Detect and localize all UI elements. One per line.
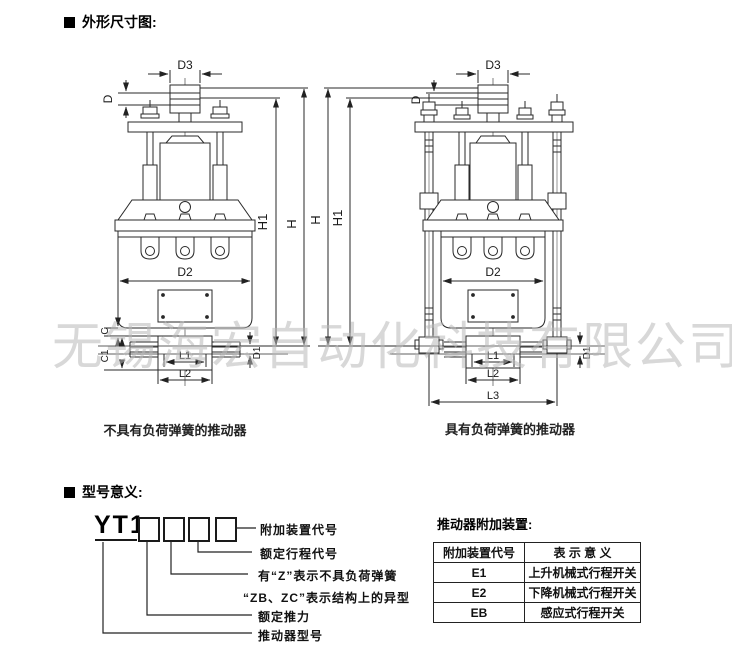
model-digit-box-2 [163,517,185,542]
model-digit-box-3 [188,517,210,542]
dimension-drawings: D3 D H1 H D2 L1 L2 C C1 D1 [98,58,605,406]
dim-label-l3-right: L3 [487,390,499,402]
section-bullet-icon [64,16,75,28]
model-digit-box-4 [215,517,237,542]
header-meaning: 表 示 意 义 [524,542,641,563]
dim-label-c1-left: C1 [100,349,111,362]
actuator-drawing-left [98,70,310,386]
accessories-table: 附加装置代号 表 示 意 义 E1 上升机械式行程开关 E2 下降机械式行程开关… [433,542,641,623]
callout-accessory-code: 附加装置代号 [260,523,339,537]
table-row: E2 下降机械式行程开关 [433,582,641,603]
dim-label-d1-left: D1 [252,346,263,359]
callout-model-prefix: 推动器型号 [258,629,324,643]
accessories-panel: 推动器附加装置: 附加装置代号 表 示 意 义 E1 上升机械式行程开关 E2 … [433,514,641,623]
dim-label-d3-left: D3 [177,58,193,72]
dim-label-l1-left: L1 [179,350,191,362]
table-header-row: 附加装置代号 表 示 意 义 [433,542,641,563]
dimensions-section-title: 外形尺寸图: [64,12,157,32]
model-digit-box-1 [138,517,160,542]
cell-code: EB [433,602,525,623]
dim-label-d3-right: D3 [485,58,501,72]
model-code-underline [95,539,137,541]
cell-meaning: 感应式行程开关 [524,602,641,623]
model-callout-lines [102,527,256,634]
actuator-right-dim-labels: D3 D H H1 D2 L1 L2 L3 D1 [308,58,593,402]
callout-rated-thrust: 额定推力 [258,610,311,624]
header-accessory-code: 附加装置代号 [433,542,525,563]
callout-zb-zc-meaning: “ZB、ZC”表示结构上的异型 [243,591,410,605]
model-section-title-text: 型号意义: [82,484,143,500]
dim-label-d-right: D [409,95,423,104]
dimensions-section-title-text: 外形尺寸图: [82,14,157,30]
actuator-left-dim-labels: D3 D H1 H D2 L1 L2 C C1 D1 [100,58,299,380]
callout-stroke-code: 额定行程代号 [260,547,339,561]
table-row: E1 上升机械式行程开关 [433,562,641,583]
dim-label-d1-right: D1 [582,346,593,359]
callout-z-meaning: 有“Z”表示不具负荷弹簧 [258,569,398,583]
caption-right-drawing: 具有负荷弹簧的推动器 [444,422,575,437]
cell-meaning: 上升机械式行程开关 [524,562,641,583]
accessories-table-title: 推动器附加装置: [437,517,533,532]
dim-label-h-right: H [308,215,323,224]
dim-label-c-left: C [100,327,111,334]
actuator-drawing-right [318,70,605,406]
cell-code: E2 [433,582,525,603]
dim-label-d2-right: D2 [485,265,501,279]
model-section-title: 型号意义: [64,482,143,502]
dim-label-l2-right: L2 [487,368,499,380]
caption-left-drawing: 不具有负荷弹簧的推动器 [103,423,247,438]
table-row: EB 感应式行程开关 [433,602,641,623]
dim-label-h1-right: H1 [330,210,345,227]
dim-label-l2-left: L2 [179,368,191,380]
section-bullet-icon [64,486,75,498]
dim-label-h-left: H [284,219,299,228]
cell-code: E1 [433,562,525,583]
dim-label-d-left: D [101,94,115,103]
cell-meaning: 下降机械式行程开关 [524,582,641,603]
dim-label-l1-right: L1 [487,350,499,362]
dim-label-h1-left: H1 [255,214,270,231]
model-code: YT1 [94,511,146,539]
dim-label-d2-left: D2 [177,265,193,279]
